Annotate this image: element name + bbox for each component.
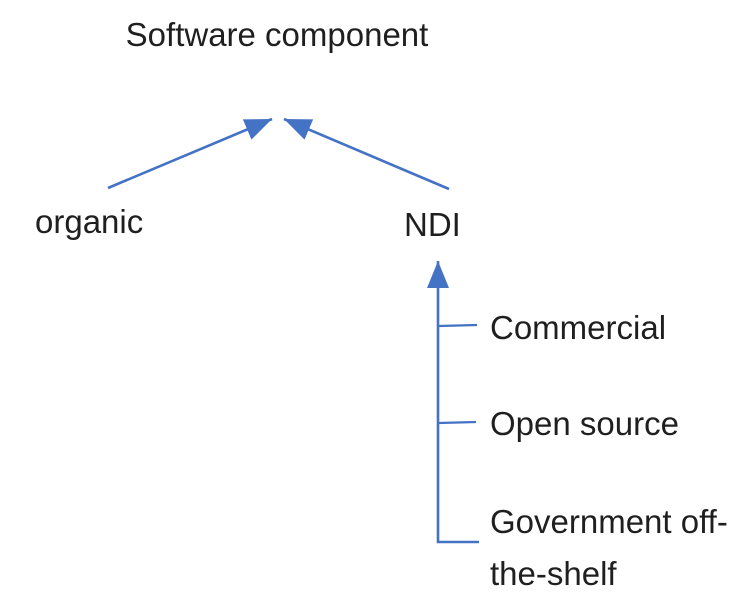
- edge-ndi-types-trunk: [427, 261, 479, 544]
- node-government-off-the-shelf: Government off-the-shelf: [490, 503, 728, 592]
- node-organic: organic: [35, 203, 144, 240]
- node-ndi: NDI: [404, 206, 461, 243]
- tick-open-source: [438, 420, 477, 425]
- node-commercial: Commercial: [490, 309, 667, 346]
- node-software-component: Software component: [125, 16, 429, 53]
- tick-commercial: [438, 323, 478, 328]
- edge-ndi-to-software-component: [283, 117, 450, 191]
- edge-organic-to-software-component: [107, 117, 273, 190]
- node-open-source: Open source: [490, 405, 679, 442]
